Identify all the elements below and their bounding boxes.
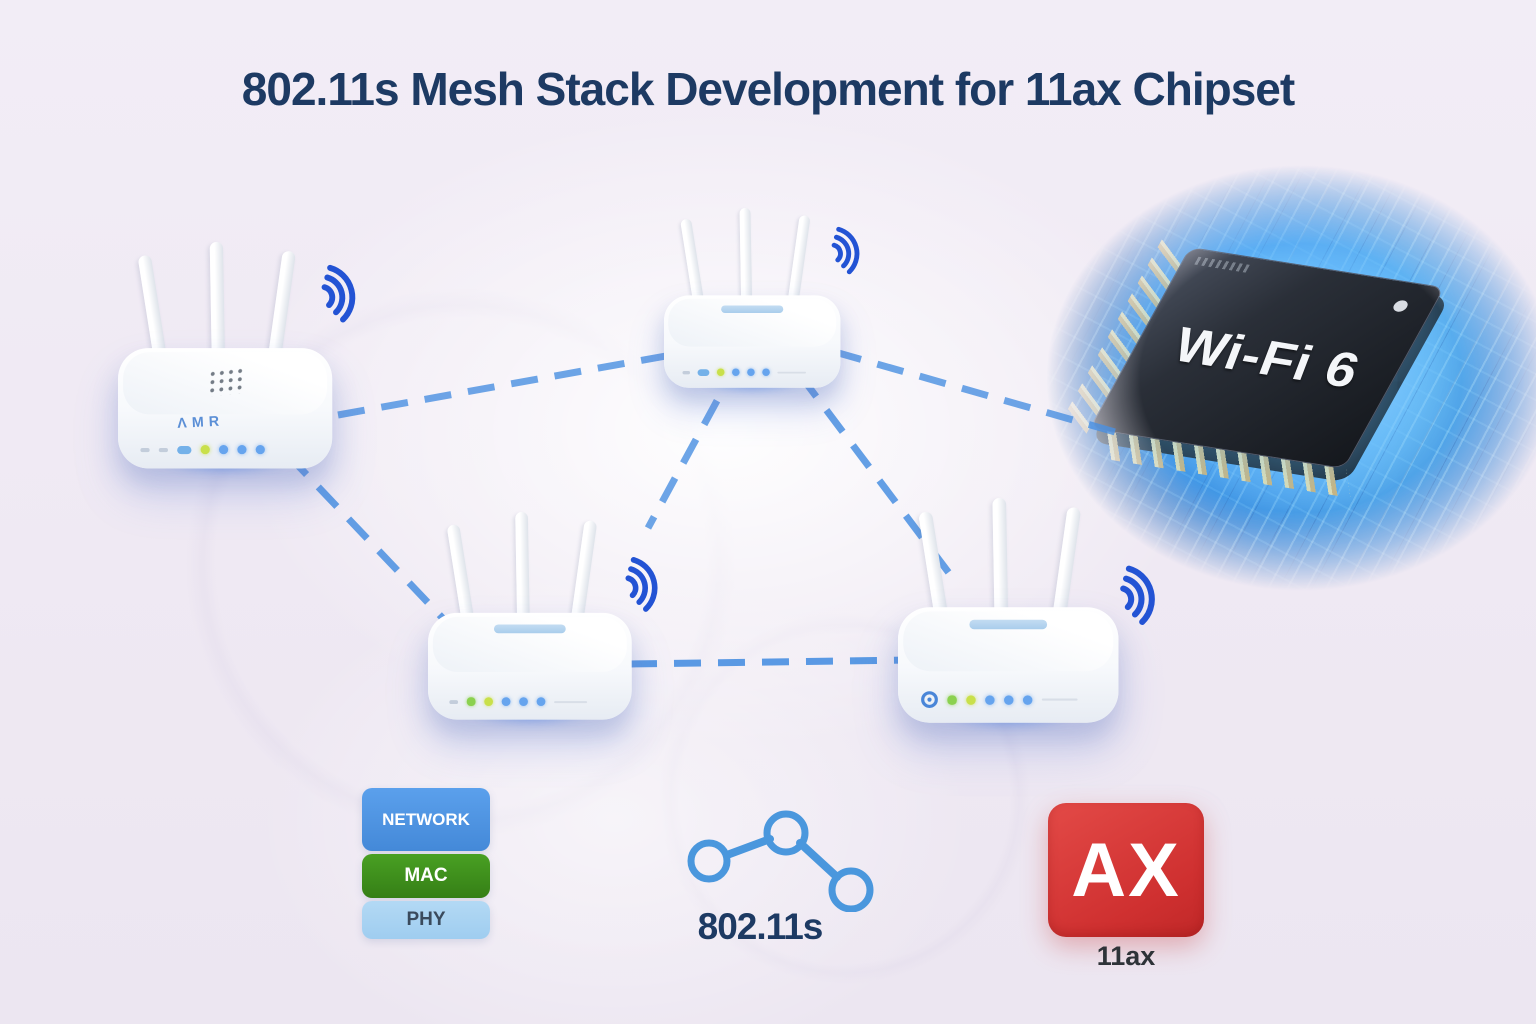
led — [966, 694, 976, 705]
protocol-stack: NETWORK MAC PHY — [362, 788, 490, 942]
router-body — [664, 295, 841, 388]
led — [218, 444, 229, 455]
led — [716, 368, 725, 376]
front-slot — [777, 371, 806, 374]
wifi-signal-icon — [625, 557, 658, 612]
power-button — [921, 691, 938, 708]
status-leds — [140, 444, 265, 455]
chip-scene: Wi-Fi 6 — [1020, 148, 1536, 648]
led — [255, 444, 265, 455]
page-title: 802.11s Mesh Stack Development for 11ax … — [241, 63, 1295, 115]
antenna — [209, 241, 226, 365]
led — [501, 697, 511, 706]
mesh-standard-label: 802.11s — [697, 906, 824, 947]
led — [697, 368, 710, 376]
led — [682, 370, 691, 374]
mesh-link-topleft-topcenter — [337, 348, 689, 419]
router-logo: ΛMR — [176, 412, 225, 431]
led — [449, 699, 459, 704]
top-accent-bar — [969, 619, 1048, 630]
stack-layer-network: NETWORK — [362, 788, 490, 851]
led — [747, 368, 755, 376]
ax-badge: AX — [1048, 803, 1204, 937]
mesh-link-topcenter-bottomleft — [644, 360, 742, 530]
wifi-signal-icon — [831, 226, 860, 275]
led — [536, 697, 546, 706]
router-body: ΛMR — [118, 348, 333, 469]
led — [519, 697, 528, 706]
led — [177, 445, 192, 454]
led — [1004, 694, 1014, 705]
wifi-signal-icon — [321, 264, 356, 323]
status-leds — [682, 368, 806, 376]
router-bottom-left — [428, 511, 658, 721]
led — [466, 697, 476, 706]
top-accent-bar — [493, 624, 566, 634]
led — [762, 368, 770, 376]
mesh-topology-icon — [687, 810, 874, 912]
ax-badge-label: AX — [1071, 827, 1181, 913]
mesh-standard-badge: 802.11s — [645, 790, 875, 948]
led — [732, 368, 740, 376]
status-leds — [449, 697, 588, 706]
stack-layer-mac: MAC — [362, 854, 490, 898]
router-top-left: ΛMR — [118, 241, 356, 469]
vent-grid — [207, 366, 245, 398]
led — [947, 694, 957, 705]
status-leds — [921, 691, 1078, 708]
front-slot — [554, 700, 588, 703]
top-accent-bar — [721, 305, 784, 313]
wifi-signal-icon — [1120, 565, 1155, 625]
led — [1022, 694, 1033, 705]
router-bottom-right — [898, 497, 1155, 724]
led — [158, 447, 168, 452]
router-body — [898, 607, 1119, 723]
mesh-link-topleft-bottomleft — [285, 452, 455, 631]
led — [200, 444, 210, 455]
mesh-link-bottomleft-bottomright — [629, 656, 909, 668]
router-body — [428, 612, 632, 720]
led — [140, 447, 150, 452]
stack-layer-phy: PHY — [362, 901, 490, 939]
led — [985, 694, 995, 705]
led — [237, 444, 247, 455]
mesh-link-topcenter-chip — [834, 348, 1116, 436]
antenna — [992, 497, 1009, 625]
router-top-center — [664, 207, 860, 389]
antenna — [739, 207, 753, 309]
front-slot — [1041, 698, 1078, 701]
ax-caption: 11ax — [1096, 941, 1156, 971]
led — [484, 697, 493, 706]
antenna — [515, 511, 530, 629]
